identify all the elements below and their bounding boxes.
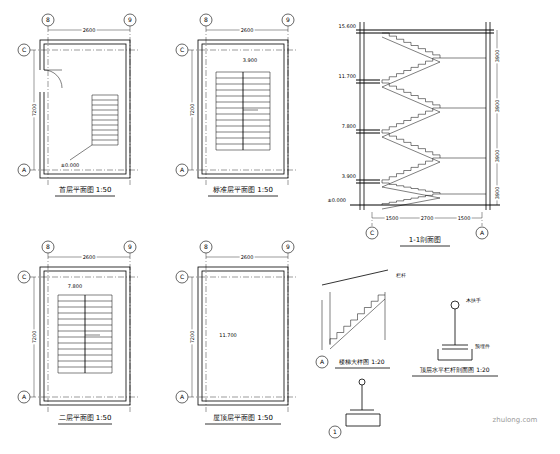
drawing-label: 3900 [495, 149, 500, 164]
drawing-label: C [369, 230, 375, 236]
drawing-label: 7200 [190, 103, 195, 118]
drawing-label: ±0.000 [326, 198, 347, 203]
drawing-label: 7.800 [341, 124, 357, 129]
drawing-label: ±0.000 [60, 163, 81, 168]
drawing-label: 11.700 [218, 333, 238, 338]
drawing-label: 1500 [385, 216, 400, 221]
stair-treads [58, 33, 486, 373]
drawing-title: 二层平面图 1:50 [58, 415, 113, 422]
drawing-title: 屋顶层平面图 1:50 [212, 415, 274, 422]
drawing-label: 7200 [32, 103, 37, 118]
drawing-title: 1-1剖面图 [408, 237, 442, 244]
stair-detail-a [322, 270, 388, 350]
drawing-label: C [179, 47, 185, 53]
drawing-label: A [21, 167, 27, 173]
drawing-label: C [21, 274, 27, 280]
drawing-label: 2700 [420, 216, 435, 221]
drawing-label: 8 [45, 17, 51, 23]
section-frame [350, 22, 500, 210]
drawing-label: 栏杆 [395, 273, 407, 278]
railing-detail [438, 301, 472, 360]
drawing-label: 15.600 [338, 24, 358, 29]
drawing-title: 顶层水平栏杆剖面图 1:20 [419, 367, 490, 373]
drawing-label: 7200 [32, 330, 37, 345]
drawing-label: 3900 [495, 99, 500, 114]
drawing-label: 9 [127, 17, 133, 23]
drawing-label: A [479, 230, 485, 236]
drawing-label: 2600 [240, 255, 255, 260]
axis-lines [30, 26, 482, 412]
drawing-label: 9 [127, 244, 133, 250]
plan-walls [40, 40, 288, 405]
dimension-lines [34, 30, 497, 397]
drawing-title: 楼梯大样图 1:20 [338, 359, 385, 365]
drawing-label: C [179, 274, 185, 280]
drawing-label: 3.900 [341, 174, 357, 179]
drawing-title: 1 [332, 429, 338, 435]
drawing-label: 木扶手 [465, 298, 482, 303]
drawing-title: A [319, 359, 325, 365]
drawing-label: 1500 [457, 216, 472, 221]
drawing-label: 9 [285, 244, 291, 250]
drawing-label: 7200 [190, 330, 195, 345]
drawing-label: A [21, 394, 27, 400]
drawing-label: 9 [285, 17, 291, 23]
drawing-title: 标准层平面图 1:50 [212, 187, 274, 194]
drawing-label: 8 [203, 17, 209, 23]
drawing-title: 首层平面图 1:50 [58, 187, 113, 194]
drawing-label: 8 [203, 244, 209, 250]
drawing-label: 2600 [82, 28, 97, 33]
drawing-label: 2600 [240, 28, 255, 33]
drawing-label: 8 [45, 244, 51, 250]
drawing-title: zhulong.com [492, 417, 539, 424]
drawing-label: A [179, 167, 185, 173]
drawing-label: 2600 [82, 255, 97, 260]
drawing-label: 3.900 [242, 58, 258, 63]
drawing-label: 3900 [495, 186, 500, 201]
drawing-label: 7.800 [67, 284, 83, 289]
axis-bubbles [18, 14, 488, 438]
drawing-label: 11.700 [338, 74, 358, 79]
drawing-label: 3900 [495, 49, 500, 64]
title-underlines [55, 196, 498, 424]
drawing-label: A [179, 394, 185, 400]
railing-detail-1 [346, 379, 380, 426]
drawing-label: C [21, 47, 27, 53]
drawing-label: 预埋件 [474, 344, 491, 349]
